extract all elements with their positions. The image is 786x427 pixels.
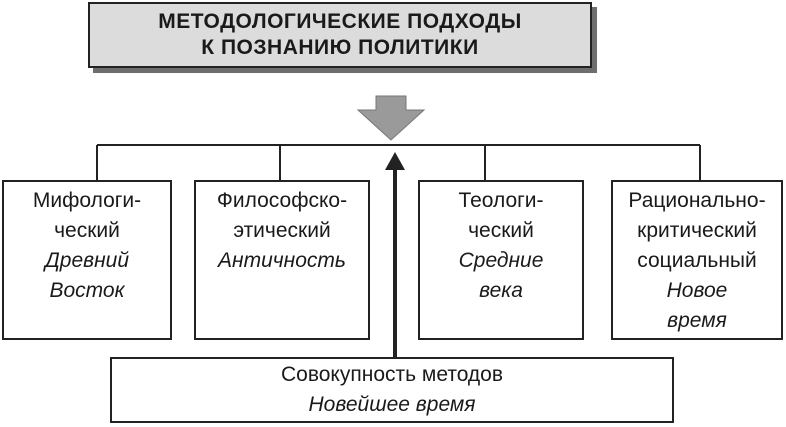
methods-aggregate-box: Совокупность методов Новейшее время — [110, 357, 674, 423]
approach-era: Восток — [49, 279, 125, 302]
approach-label: Рационально- — [628, 189, 766, 212]
approach-box-mythological: Мифологи- ческий Древний Восток — [2, 180, 172, 340]
methods-era: Новейшее время — [308, 393, 476, 416]
approach-era: время — [667, 309, 727, 332]
approach-label: ческий — [54, 219, 120, 242]
approach-era: Древний — [44, 249, 130, 272]
approach-label: критический — [637, 219, 757, 242]
up-arrow-icon — [385, 152, 405, 170]
approach-label: Теологи- — [458, 189, 544, 212]
approach-label: Мифологи- — [32, 189, 142, 212]
title-line-1: МЕТОДОЛОГИЧЕСКИЕ ПОДХОДЫ — [158, 10, 522, 33]
approach-box-rational-critical: Рационально- критический социальный Ново… — [611, 180, 783, 340]
approach-era: Античность — [218, 249, 346, 272]
down-arrow-icon — [356, 95, 426, 141]
approach-era: Новое — [666, 279, 728, 302]
diagram-title: МЕТОДОЛОГИЧЕСКИЕ ПОДХОДЫ К ПОЗНАНИЮ ПОЛИ… — [88, 2, 592, 68]
approach-box-philosophical: Философско- этический Античность — [194, 180, 370, 340]
approach-label: ческий — [468, 219, 534, 242]
methods-label: Совокупность методов — [280, 363, 504, 386]
title-line-2: К ПОЗНАНИЮ ПОЛИТИКИ — [201, 36, 479, 59]
approach-era: Средние — [458, 249, 544, 272]
approach-label: Философско- — [216, 189, 348, 212]
approach-era: века — [479, 279, 523, 302]
approach-label: этический — [233, 219, 331, 242]
approach-label: социальный — [637, 249, 757, 272]
approach-box-theological: Теологи- ческий Средние века — [418, 180, 584, 340]
